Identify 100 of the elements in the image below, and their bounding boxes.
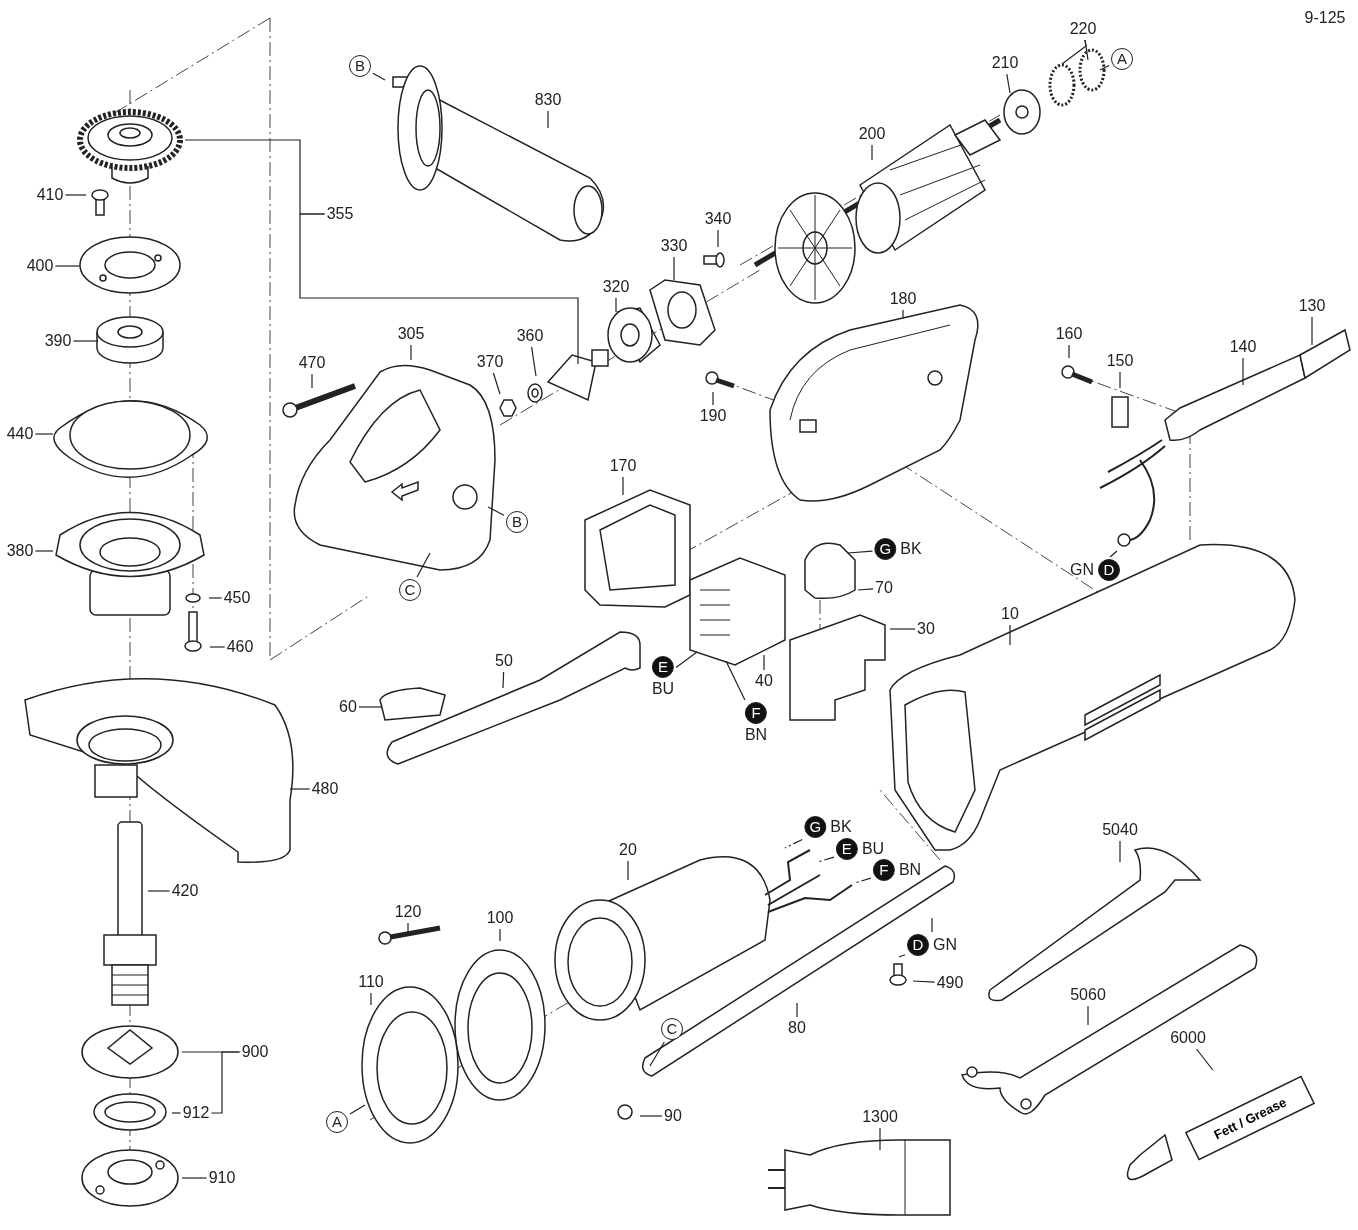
leader-line [416, 552, 431, 578]
callout-number: 910 [208, 1169, 236, 1187]
leader-line [1242, 357, 1244, 386]
leader-line [763, 654, 765, 671]
callout-number: 400 [26, 257, 54, 275]
wire-color-code: BK [900, 540, 922, 558]
leader-line [857, 588, 874, 591]
callout-number: 410 [36, 186, 64, 204]
leader-line [639, 1115, 663, 1117]
leader-line [502, 671, 505, 689]
reference-letter: G [804, 816, 827, 838]
callout-number: 30 [917, 620, 935, 638]
leader-line [1068, 344, 1070, 359]
leader-line [547, 110, 549, 129]
leader-line [349, 1104, 366, 1115]
leader-line [931, 917, 933, 933]
callout-number: 140 [1229, 338, 1257, 356]
callout-number: 70 [875, 579, 893, 597]
leader-line [34, 433, 54, 435]
leader-line [1009, 624, 1011, 646]
callout-number: 460 [226, 638, 254, 656]
leader-line [871, 144, 873, 161]
callout-number: 1300 [862, 1108, 898, 1126]
callout-number: 90 [664, 1107, 682, 1125]
callout-number: 130 [1298, 297, 1326, 315]
callout-number: 170 [609, 457, 637, 475]
callout-number: 305 [397, 325, 425, 343]
callout-number: 830 [534, 91, 562, 109]
callout-number: 490 [936, 974, 964, 992]
callout-number: 6000 [1170, 1029, 1206, 1047]
callout-number: 5060 [1070, 986, 1106, 1004]
leader-line [64, 194, 87, 196]
leader-line [879, 1127, 881, 1151]
leader-line [531, 346, 537, 377]
leader-line [784, 838, 803, 849]
leader-line [649, 1041, 665, 1067]
leader-line [796, 1002, 798, 1018]
leader-line [289, 788, 311, 790]
callout-number: 370 [476, 353, 504, 371]
reference-letter: A [326, 1111, 348, 1133]
leader-line [54, 265, 81, 267]
callout-number: 120 [394, 903, 422, 921]
reference-letter: E [652, 656, 674, 678]
callout-number: 160 [1055, 325, 1083, 343]
leader-line [1195, 1048, 1214, 1071]
reference-letter: F [872, 859, 895, 881]
leader-line [1119, 371, 1121, 389]
reference-letter: D [1098, 559, 1120, 581]
leader-line [902, 309, 904, 319]
leader-line [492, 372, 501, 395]
leader-line [1084, 39, 1089, 61]
callout-number: 10 [1001, 605, 1019, 623]
callout-number: 440 [6, 425, 34, 443]
leader-line [358, 706, 383, 708]
leader-line [1087, 1005, 1089, 1026]
reference-letter: E [835, 838, 858, 860]
callout-number: 900 [241, 1043, 269, 1061]
leader-line [817, 856, 835, 863]
leader-line [1099, 64, 1110, 71]
leader-line [725, 660, 746, 701]
callout-number: 5040 [1102, 821, 1138, 839]
leader-line [407, 922, 409, 933]
leader-line [712, 391, 714, 406]
leader-line [410, 344, 412, 361]
wire-color-code: BN [744, 726, 768, 744]
callout-number: 50 [495, 652, 513, 670]
callout-number: 480 [311, 780, 339, 798]
leader-line [627, 860, 629, 881]
callout-number: 320 [602, 278, 630, 296]
wire-color-code: BK [830, 818, 852, 836]
leader-line [34, 550, 54, 552]
leader-line [370, 992, 372, 1006]
callout-number: 80 [788, 1019, 806, 1037]
reference-letter: D [907, 934, 929, 956]
callout-number: 912 [182, 1104, 210, 1122]
leader-line [1311, 316, 1313, 346]
wire-color-code: GN [1070, 561, 1094, 579]
callout-number: 360 [516, 327, 544, 345]
reference-letter: C [399, 579, 421, 601]
callout-number: 340 [704, 210, 732, 228]
wire-color-code: BN [898, 861, 922, 879]
leader-line [372, 72, 386, 81]
leader-line [1006, 73, 1011, 94]
leader-line [854, 877, 872, 884]
callout-number: 420 [171, 882, 199, 900]
leader-line [898, 954, 906, 958]
callout-number: 355 [326, 205, 354, 223]
reference-letter: G [874, 538, 897, 560]
leader-line [209, 646, 226, 648]
leader-line [847, 550, 873, 554]
leader-line [1119, 840, 1121, 863]
callout-number: 380 [6, 542, 34, 560]
leader-line [499, 928, 501, 942]
leader-line [673, 256, 675, 281]
callout-number: 220 [1069, 20, 1097, 38]
leader-line [311, 373, 313, 389]
leader-line [615, 297, 617, 313]
callout-number: 390 [44, 332, 72, 350]
reference-letter: F [745, 702, 767, 724]
leader-line [171, 1112, 182, 1114]
